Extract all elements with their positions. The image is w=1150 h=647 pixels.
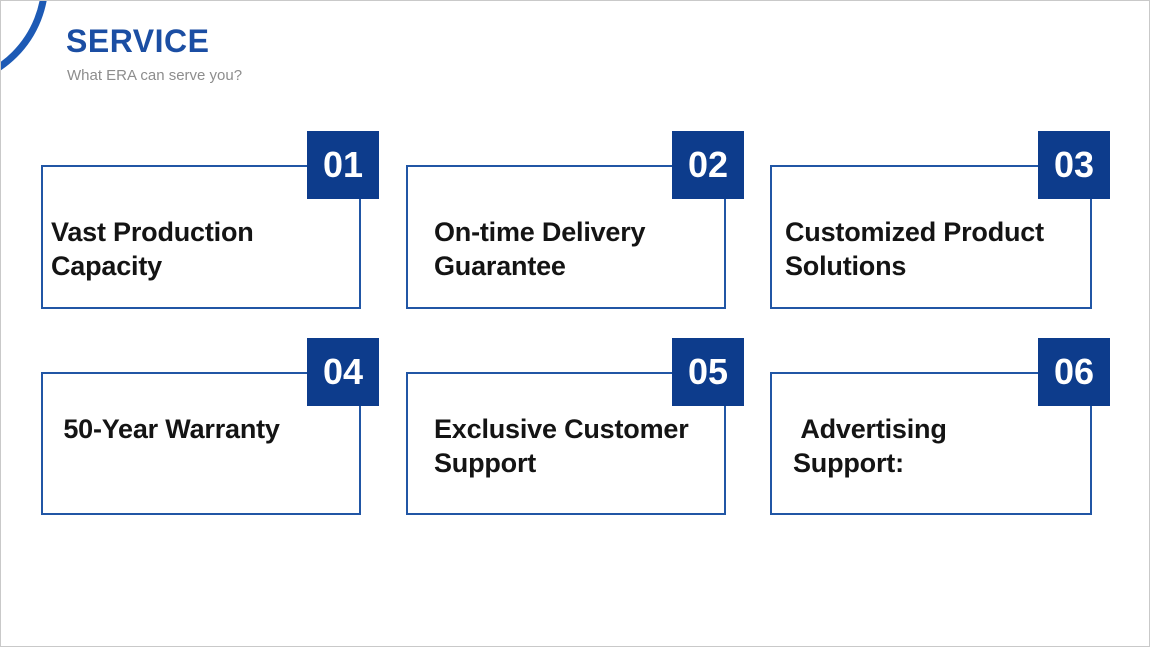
card-title: On-time Delivery Guarantee — [434, 217, 646, 281]
card-number-badge: 01 — [307, 131, 379, 199]
card-title: Exclusive Customer Support — [434, 414, 689, 478]
card-number-badge: 05 — [672, 338, 744, 406]
card-title: Vast Production Capacity — [51, 217, 254, 281]
page-subtitle: What ERA can serve you? — [67, 67, 243, 84]
page-title: SERVICE — [66, 23, 210, 59]
card-title: Advertising Support: — [793, 414, 947, 478]
service-card-03: 03 Customized Product Solutions — [770, 131, 1110, 309]
card-number-badge: 02 — [672, 131, 744, 199]
card-title: 50-Year Warranty — [56, 414, 280, 444]
service-card-02: 02 On-time Delivery Guarantee — [406, 131, 744, 309]
service-card-01: 01 Vast Production Capacity — [41, 131, 379, 309]
card-number-badge: 06 — [1038, 338, 1110, 406]
card-number-badge: 04 — [307, 338, 379, 406]
card-number-badge: 03 — [1038, 131, 1110, 199]
service-card-06: 06 Advertising Support: — [770, 338, 1110, 515]
service-card-05: 05 Exclusive Customer Support — [406, 338, 744, 515]
service-card-04: 04 50-Year Warranty — [41, 338, 379, 515]
corner-arc-decoration — [1, 1, 47, 71]
card-title: Customized Product Solutions — [785, 217, 1044, 281]
